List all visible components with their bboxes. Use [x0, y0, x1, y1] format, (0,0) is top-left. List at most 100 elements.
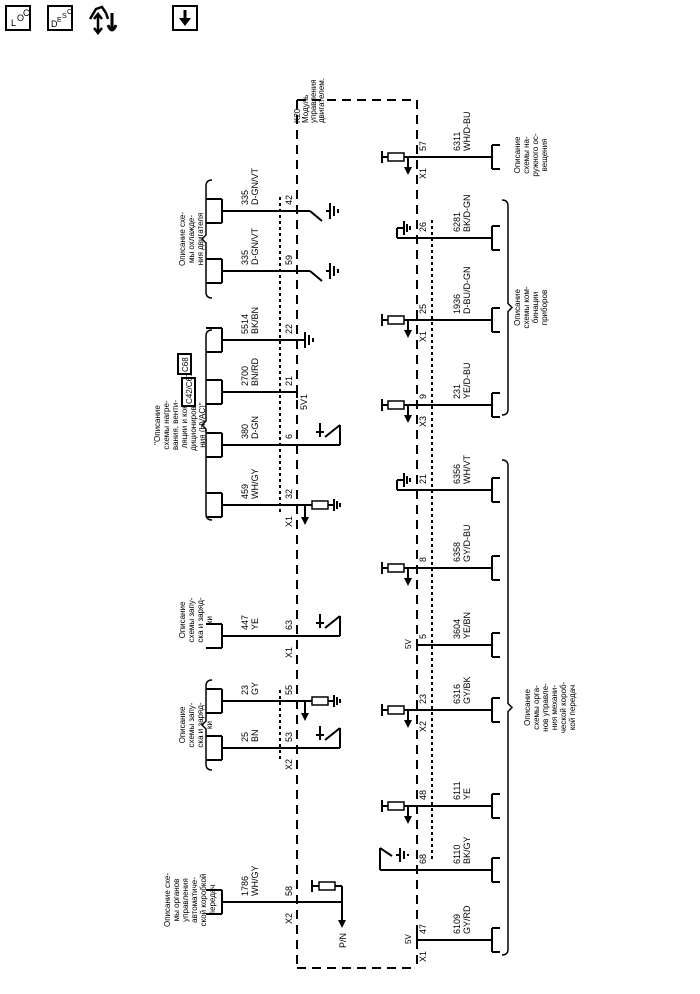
group-brace	[200, 329, 213, 521]
wire-color: D-GN/VT	[250, 168, 260, 206]
resistor-icon	[387, 152, 405, 162]
circuit-number: 335	[240, 190, 250, 205]
group-description-exterior-light-line: вещения	[540, 139, 549, 172]
group-description-cooling: Описание схе-мы охлажде-ния двигателя	[178, 212, 205, 266]
connector-id: X2	[284, 913, 294, 924]
pin-number: 22	[284, 324, 294, 334]
wire-color: GY	[250, 682, 260, 695]
group-description-instrument-cluster-line: приборов	[540, 290, 549, 325]
pin-number: 21	[284, 376, 294, 386]
circuit-number: 231	[452, 384, 462, 399]
pin-number: 57	[418, 141, 428, 151]
resistor-icon	[318, 881, 336, 891]
circuit-number: 1786	[240, 876, 250, 896]
pin-number: 68	[418, 854, 428, 864]
switch-contact	[324, 615, 341, 629]
connector-id: X2	[284, 759, 294, 770]
ref-box-label: C68	[181, 357, 190, 372]
desc-letter-d: D	[51, 19, 58, 29]
circuit-number: 3604	[452, 619, 462, 639]
resistor-icon	[387, 563, 405, 573]
desc-button[interactable]: D E S C	[47, 5, 73, 31]
loc-letter-o: O	[17, 13, 25, 23]
group-description-start-charge-2-line: схемы запу-	[187, 702, 196, 747]
group-brace	[501, 459, 514, 956]
group-description-cooling-line: ния двигателя	[196, 213, 205, 266]
pin-number: 23	[418, 694, 428, 704]
wire-color: WH/D-BU	[462, 112, 472, 152]
arrow-down-icon	[404, 720, 412, 728]
switch-contact	[324, 727, 341, 741]
pin-number: 55	[284, 685, 294, 695]
loc-button[interactable]: L O C	[5, 5, 31, 31]
switch-contact	[309, 210, 323, 222]
switch-contact	[309, 270, 323, 282]
group-brace	[501, 199, 514, 416]
connector-id: X1	[418, 331, 428, 342]
pin-number: 32	[284, 489, 294, 499]
group-description-manual-trans-line: схемы орга-	[532, 685, 541, 730]
pin-number: 8	[418, 557, 428, 562]
connector-id: X1	[284, 647, 294, 658]
ref-box-label: C42/C67	[185, 372, 194, 404]
circuit-number: 459	[240, 484, 250, 499]
wire-color: YE/BN	[462, 612, 472, 639]
arrow-down-icon	[301, 517, 309, 525]
resistor-icon	[387, 705, 405, 715]
connector-view-button[interactable]	[86, 5, 122, 36]
group-description-manual-trans-line: ния механи-	[550, 685, 559, 730]
loc-letter-l: L	[11, 18, 17, 28]
group-description-exterior-light-line: ружного ос-	[531, 133, 540, 177]
pin-number: 5	[418, 634, 428, 639]
arrow-down-icon	[404, 167, 412, 175]
module-name-line: двигателем.	[317, 78, 326, 123]
wire-color: BK/BN	[250, 307, 260, 334]
loc-letter-c: C	[23, 8, 30, 18]
group-description-manual-trans-line: Описание	[523, 689, 532, 726]
circuit-number: 2700	[240, 366, 250, 386]
group-description-start-charge-1-line: схемы запу-	[187, 597, 196, 642]
connector-id: X1	[418, 951, 428, 962]
group-description-hvac-line: вания, венти-	[171, 400, 180, 450]
pin-number: 53	[284, 732, 294, 742]
arrow-down-icon	[404, 415, 412, 423]
pin-number: 26	[418, 222, 428, 232]
supply-label: 5V	[404, 639, 413, 649]
group-description-hvac-line: "Описание	[153, 405, 162, 445]
toolbar: L O C D E S C	[0, 0, 700, 40]
wire-color: GY/D-BU	[462, 524, 472, 562]
group-description-auto-trans-line: Описание схе-	[163, 873, 172, 927]
resistor-icon	[387, 801, 405, 811]
wire-color: BK/GY	[462, 836, 472, 864]
wire-color: GY/RD	[462, 905, 472, 934]
circuit-number: 6311	[452, 132, 462, 151]
circuit-number: 6110	[452, 845, 462, 864]
arrow-down-icon	[179, 10, 191, 26]
group-description-auto-trans-line: передач	[208, 885, 217, 916]
module-name-line: Модуль	[301, 95, 310, 123]
wire-color: YE	[462, 788, 472, 800]
wire-color: YE	[250, 618, 260, 630]
pin-number: 48	[418, 790, 428, 800]
arrow-down-icon	[404, 816, 412, 824]
module-ref: K20	[293, 108, 302, 123]
circuit-number: 6111	[452, 781, 462, 800]
circuit-number: 6316	[452, 684, 462, 704]
group-description-manual-trans-line: ческой короб-	[559, 681, 568, 733]
group-description-instrument-cluster-line: схемы ком-	[522, 286, 531, 328]
group-description-hvac-line: ния (HVAC)"	[198, 402, 207, 447]
group-description-hvac-line: схемы нагре-	[162, 400, 171, 450]
arrow-down-icon	[338, 920, 346, 928]
pin-number: 21	[418, 474, 428, 484]
group-description-auto-trans-line: управления	[181, 878, 190, 922]
desc-letter-s: S	[62, 13, 67, 20]
group-description-auto-trans-line: автоматиче-	[190, 877, 199, 923]
download-button[interactable]	[172, 5, 198, 31]
